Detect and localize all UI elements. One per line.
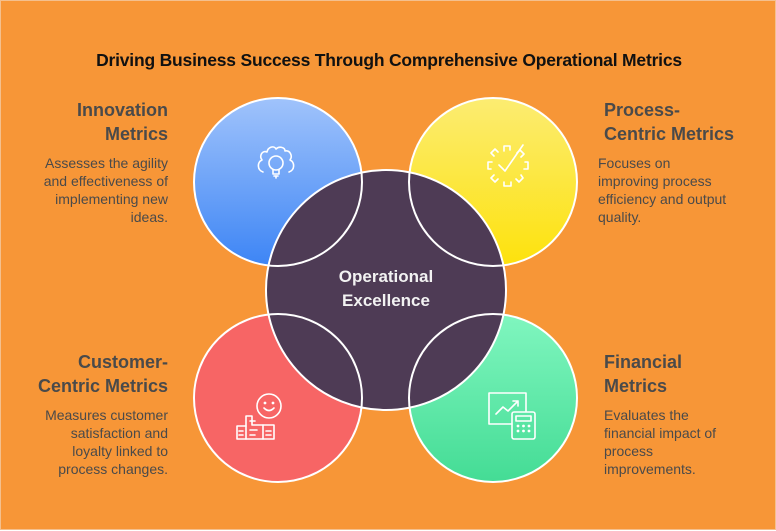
customer-desc-line: satisfaction and <box>70 425 168 441</box>
financial-description: Evaluates the financial impact of proces… <box>604 406 776 478</box>
customer-title-line1: Customer- <box>77 352 168 372</box>
customer-title: Customer- Centric Metrics <box>0 350 168 398</box>
innovation-title-line2: Metrics <box>104 124 168 144</box>
operational-excellence-circle <box>266 170 506 410</box>
customer-desc-line: loyalty linked to <box>72 443 168 459</box>
center-label-line2: Excellence <box>342 291 430 310</box>
financial-title: Financial Metrics <box>604 350 776 398</box>
center-label: Operational Excellence <box>286 265 486 313</box>
financial-desc-line: process <box>604 443 654 459</box>
process-title-line1: Process- <box>604 100 681 120</box>
page-title: Driving Business Success Through Compreh… <box>96 50 682 70</box>
innovation-title-line1: Innovation <box>77 100 168 120</box>
smiley-podium-icon <box>236 393 282 440</box>
process-desc-line: quality. <box>598 209 642 225</box>
customer-description: Measures customer satisfaction and loyal… <box>0 406 168 478</box>
financial-desc-line: Evaluates the <box>604 407 689 423</box>
center-label-line1: Operational <box>338 267 434 286</box>
innovation-title: Innovation Metrics <box>0 98 168 146</box>
process-desc-line: Focuses on <box>598 155 671 171</box>
innovation-description: Assesses the agility and effectiveness o… <box>0 154 168 226</box>
customer-metrics-block: Customer- Centric Metrics Measures custo… <box>0 350 168 478</box>
financial-title-line1: Financial <box>604 352 683 372</box>
customer-title-line2: Centric Metrics <box>37 376 168 396</box>
process-title-line2: Centric Metrics <box>604 124 735 144</box>
process-desc-line: improving process <box>598 173 712 189</box>
chart-calculator-icon <box>488 392 536 440</box>
financial-desc-line: financial impact of <box>604 425 717 441</box>
lightbulb-gear-icon <box>257 146 295 179</box>
financial-desc-line: improvements. <box>604 461 696 477</box>
innovation-metrics-block: Innovation Metrics Assesses the agility … <box>0 98 168 226</box>
customer-desc-line: process changes. <box>58 461 168 477</box>
innovation-desc-line: and effectiveness of <box>43 173 168 189</box>
financial-metrics-block: Financial Metrics Evaluates the financia… <box>604 350 776 478</box>
financial-title-line2: Metrics <box>604 376 668 396</box>
innovation-desc-line: ideas. <box>130 209 168 225</box>
innovation-desc-line: Assesses the agility <box>45 155 168 171</box>
process-title: Process- Centric Metrics <box>604 98 776 146</box>
process-description: Focuses on improving process efficiency … <box>598 154 776 226</box>
process-metrics-block: Process- Centric Metrics Focuses on impr… <box>598 98 776 226</box>
gear-check-icon <box>487 144 529 187</box>
customer-desc-line: Measures customer <box>45 407 168 423</box>
process-desc-line: efficiency and output <box>598 191 727 207</box>
innovation-desc-line: implementing new <box>55 191 168 207</box>
